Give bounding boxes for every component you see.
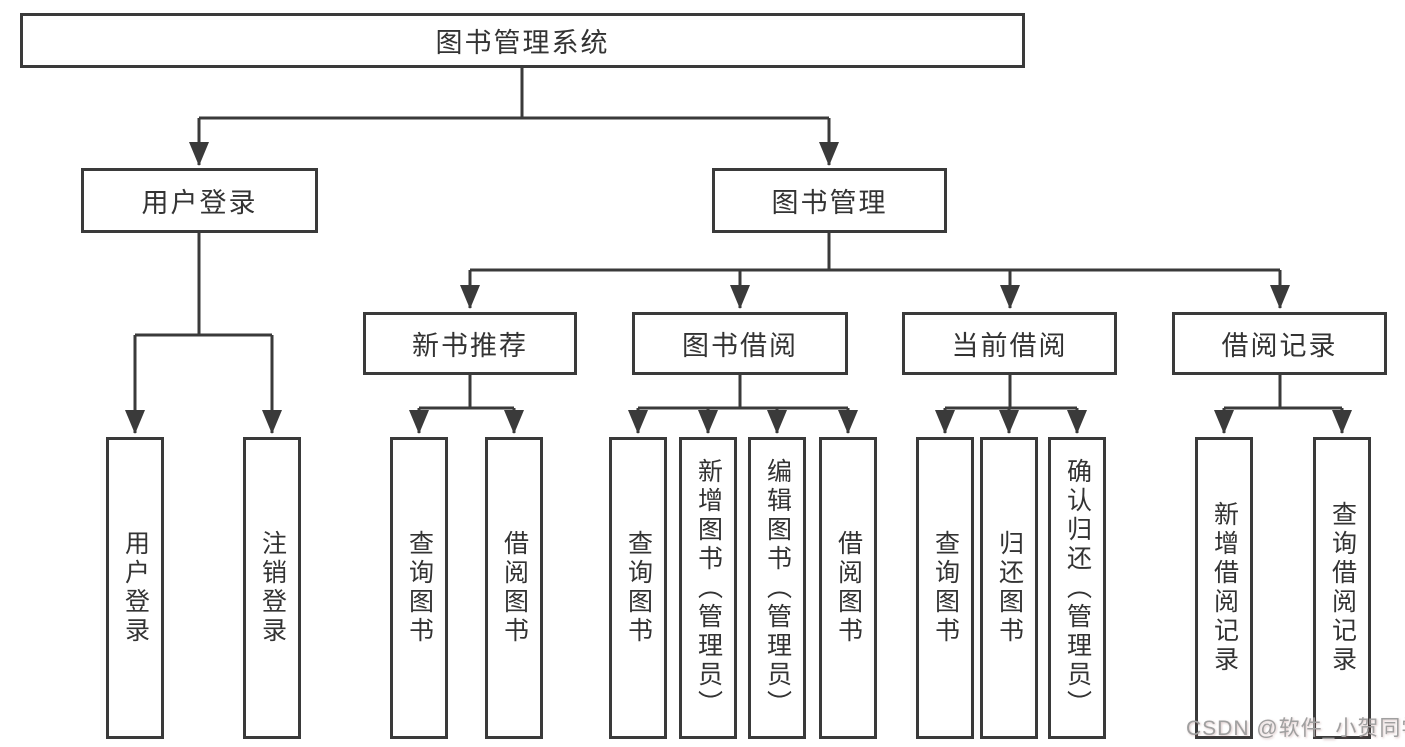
leaf-bb-borrow-books: 借阅图书 <box>819 437 877 739</box>
node-borrowing-records-label: 借阅记录 <box>1221 331 1338 361</box>
node-book-borrowing: 图书借阅 <box>632 312 848 375</box>
node-new-book-recommend: 新书推荐 <box>363 312 577 375</box>
leaf-bb-query-books: 查询图书 <box>609 437 667 739</box>
connector-book-borrowing-branch <box>638 375 848 410</box>
node-new-book-recommend-label: 新书推荐 <box>412 331 528 361</box>
leaf-br-add-record-label: 新增借阅记录 <box>1210 501 1239 675</box>
leaf-br-add-record: 新增借阅记录 <box>1195 437 1253 739</box>
connector-current-borrowing-branch <box>945 375 1077 410</box>
leaf-cb-confirm-return-admin-label: 确认归还（管理员） <box>1063 457 1092 719</box>
leaf-bb-borrow-books-label: 借阅图书 <box>834 530 863 646</box>
leaf-nb-borrow-books-label: 借阅图书 <box>500 530 529 646</box>
leaf-user-login: 用户登录 <box>106 437 164 739</box>
node-current-borrowing-label: 当前借阅 <box>951 331 1068 361</box>
node-current-borrowing: 当前借阅 <box>902 312 1117 375</box>
leaf-br-query-record: 查询借阅记录 <box>1313 437 1371 739</box>
node-user-login: 用户登录 <box>81 168 318 233</box>
leaf-bb-edit-books-admin: 编辑图书（管理员） <box>748 437 806 739</box>
node-book-management: 图书管理 <box>712 168 947 233</box>
leaf-cb-return-books-label: 归还图书 <box>995 530 1024 646</box>
leaf-bb-query-books-label: 查询图书 <box>624 530 653 646</box>
leaf-nb-query-books: 查询图书 <box>390 437 448 739</box>
node-user-login-label: 用户登录 <box>141 188 258 218</box>
leaf-logout: 注销登录 <box>243 437 301 739</box>
watermark-text: CSDN @软件_小贺同学 <box>1186 717 1405 740</box>
leaf-bb-add-books-admin: 新增图书（管理员） <box>679 437 737 739</box>
leaf-user-login-label: 用户登录 <box>121 530 150 646</box>
node-book-borrowing-label: 图书借阅 <box>682 331 798 361</box>
connector-new-book-branch <box>419 375 514 410</box>
connector-book-management-branch <box>470 233 1280 272</box>
leaf-br-query-record-label: 查询借阅记录 <box>1328 501 1357 675</box>
leaf-cb-confirm-return-admin: 确认归还（管理员） <box>1048 437 1106 739</box>
leaf-logout-label: 注销登录 <box>258 530 287 646</box>
leaf-nb-borrow-books: 借阅图书 <box>485 437 543 739</box>
connector-root-branch <box>199 68 829 120</box>
leaf-cb-query-books-label: 查询图书 <box>931 530 960 646</box>
leaf-cb-query-books: 查询图书 <box>916 437 974 739</box>
leaf-cb-return-books: 归还图书 <box>980 437 1038 739</box>
connector-user-login-branch <box>135 233 272 337</box>
connector-borrowing-records-branch <box>1224 375 1342 410</box>
node-root: 图书管理系统 <box>20 13 1025 68</box>
node-book-management-label: 图书管理 <box>771 188 888 218</box>
leaf-bb-edit-books-admin-label: 编辑图书（管理员） <box>763 457 792 719</box>
node-borrowing-records: 借阅记录 <box>1172 312 1387 375</box>
leaf-bb-add-books-admin-label: 新增图书（管理员） <box>694 457 723 719</box>
node-root-label: 图书管理系统 <box>435 28 610 58</box>
leaf-nb-query-books-label: 查询图书 <box>405 530 434 646</box>
